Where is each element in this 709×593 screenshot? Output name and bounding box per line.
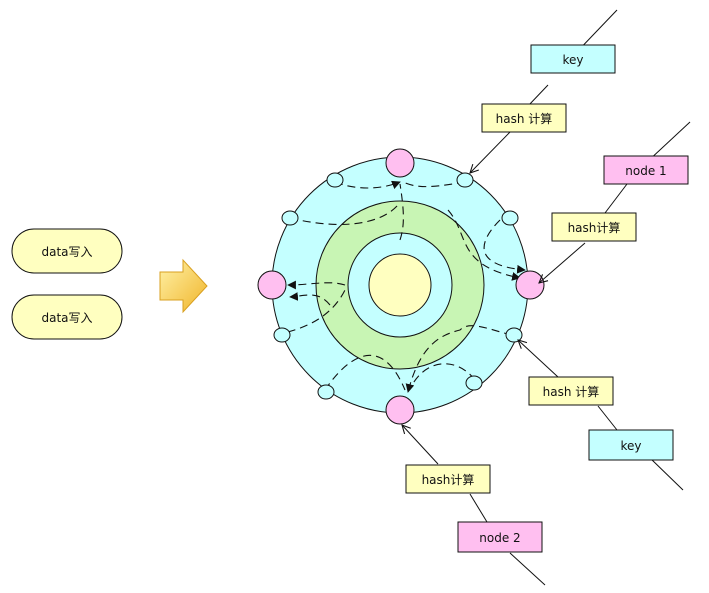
data-write-label-2: data写入	[41, 311, 92, 325]
slot-circle	[281, 210, 299, 226]
slot-circle	[456, 172, 474, 188]
node-circle-top	[385, 148, 415, 178]
hash-box-node1-label: hash计算	[568, 220, 621, 235]
flow-arrow-key-right	[518, 340, 559, 378]
routing-paths	[274, 180, 526, 393]
node-circle-left	[257, 270, 287, 300]
slot-circle	[465, 375, 483, 391]
right-arrow-icon	[159, 258, 208, 314]
node1-box-label: node 1	[625, 164, 666, 178]
ring-core	[368, 253, 432, 317]
node2-box: node 2	[457, 521, 543, 553]
hash-slots	[273, 172, 523, 400]
hash-ring	[271, 156, 529, 414]
slot-circle	[501, 210, 519, 226]
key-box-top-label: key	[562, 53, 583, 67]
key-box-right: key	[588, 429, 674, 461]
node-circle-right	[515, 270, 545, 300]
key-box-right-label: key	[620, 439, 641, 453]
node2-box-label: node 2	[479, 531, 520, 545]
slot-circle	[317, 384, 335, 400]
hash-box-node2-label: hash计算	[422, 472, 475, 487]
slot-circle	[273, 327, 291, 343]
node-circle-bottom	[385, 395, 415, 425]
data-write-label-1: data写入	[41, 245, 92, 259]
hash-box-right: hash 计算	[528, 376, 614, 406]
slot-circle	[505, 327, 523, 343]
data-write-input-2: data写入	[11, 294, 123, 340]
node-circles	[257, 148, 545, 425]
node1-box: node 1	[603, 155, 689, 185]
hash-box-node1: hash计算	[551, 212, 637, 242]
flow-arrow-key-top	[470, 129, 513, 173]
slot-circle	[326, 172, 344, 188]
hash-box-top: hash 计算	[481, 103, 567, 133]
key-box-top: key	[530, 44, 616, 74]
flow-arrow-node2	[402, 425, 439, 465]
hash-box-node2: hash计算	[405, 464, 491, 494]
hash-box-right-label: hash 计算	[543, 384, 600, 399]
hash-box-top-label: hash 计算	[496, 111, 553, 126]
data-write-input-1: data写入	[11, 228, 123, 274]
flow-arrow-node1	[539, 242, 586, 283]
